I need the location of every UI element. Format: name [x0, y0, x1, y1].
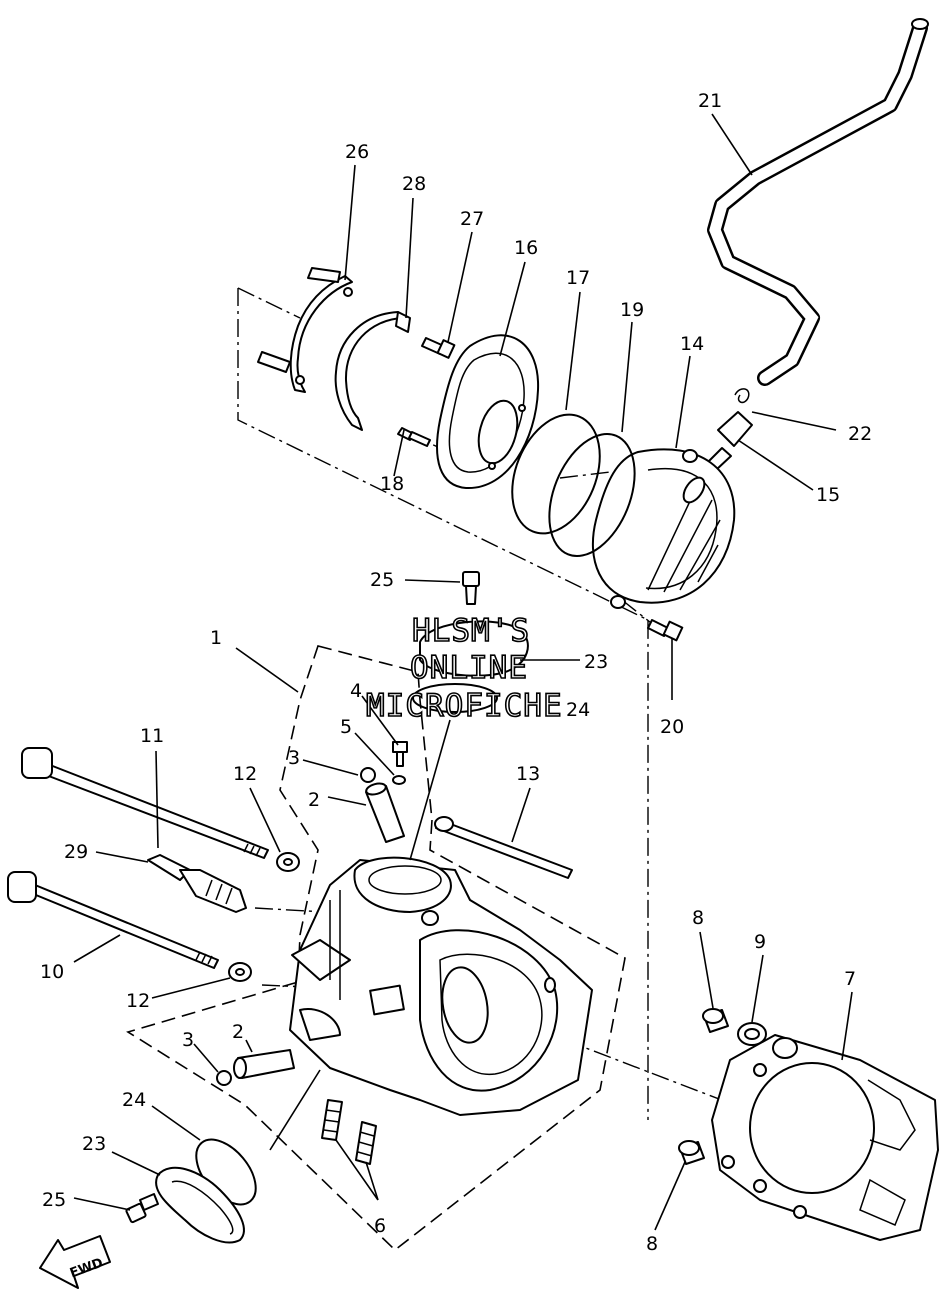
bolt-11: [21, 747, 269, 859]
callout-27: 27: [460, 208, 484, 230]
o-ring-3-lower: [216, 1070, 232, 1086]
watermark-line-3: MICROFICHE: [366, 688, 563, 724]
fitting-15: [707, 411, 753, 471]
callout-14: 14: [680, 333, 704, 355]
bolt-27: [421, 337, 456, 359]
callout-23-lower: 23: [82, 1133, 106, 1155]
callout-2-lower: 2: [232, 1021, 244, 1043]
callout-23-top: 23: [584, 651, 608, 673]
retainer-28: [334, 311, 411, 431]
callout-25-top: 25: [370, 569, 394, 591]
callout-24-lower: 24: [122, 1089, 146, 1111]
callout-18: 18: [380, 473, 404, 495]
callout-12-lower: 12: [126, 990, 150, 1012]
callout-15: 15: [816, 484, 840, 506]
callout-6: 6: [374, 1215, 386, 1237]
cap-23-top: [419, 620, 529, 677]
callout-8-lower: 8: [646, 1233, 658, 1255]
callout-4: 4: [350, 680, 362, 702]
stud-6: [321, 1099, 377, 1165]
bolt-20: [647, 619, 684, 642]
callout-20: 20: [660, 716, 684, 738]
ring-9: [737, 1022, 767, 1046]
callout-21: 21: [698, 90, 722, 112]
washer-5: [392, 775, 406, 785]
callout-13: 13: [516, 763, 540, 785]
breather-cover-14: [591, 448, 736, 609]
callout-17: 17: [566, 267, 590, 289]
leader-lines: [73, 113, 853, 1231]
callout-28: 28: [402, 173, 426, 195]
callout-16: 16: [514, 237, 538, 259]
bolt-10: [7, 871, 219, 969]
o-ring-24-top: [412, 683, 498, 713]
callout-26: 26: [345, 141, 369, 163]
callout-5: 5: [340, 716, 352, 738]
callout-25-lower: 25: [42, 1189, 66, 1211]
callout-3-lower: 3: [182, 1029, 194, 1051]
watermark-line-2: ONLINE: [410, 650, 528, 686]
callout-7: 7: [844, 968, 856, 990]
group-1-boundary: [126, 645, 626, 1252]
spark-plug-29: [147, 854, 247, 913]
callout-8-upper: 8: [692, 907, 704, 929]
callout-24-top: 24: [566, 699, 590, 721]
bolt-25-lower: [125, 1193, 159, 1224]
dowel-8-lower: [678, 1140, 705, 1165]
callout-2-upper: 2: [308, 789, 320, 811]
watermark: HLSM'S ONLINE MICROFICHE: [365, 612, 563, 725]
hose-clip-22: [734, 388, 750, 404]
o-ring-17: [511, 413, 601, 535]
dowel-8-upper: [702, 1008, 729, 1033]
breather-hose-21: [707, 18, 929, 386]
bolt-25-top: [462, 571, 480, 605]
forward-arrow-icon: FWD: [39, 1235, 111, 1289]
watermark-line-1: HLSM'S: [412, 613, 530, 649]
bolt-13: [434, 816, 573, 879]
callout-1: 1: [210, 627, 222, 649]
head-gasket-7: [711, 1034, 939, 1241]
callout-9: 9: [754, 931, 766, 953]
dowel-2-lower: [233, 1049, 295, 1079]
callout-22: 22: [848, 423, 872, 445]
callout-labels: 26 28 27 16 17 19 14 21 22 15 18 25 23 2…: [40, 90, 872, 1255]
cap-23-lower: [155, 1166, 245, 1244]
plate-16: [436, 334, 540, 490]
callout-29: 29: [64, 841, 88, 863]
bolt-4: [392, 741, 408, 767]
callout-10: 10: [40, 961, 64, 983]
bolt-18: [397, 427, 431, 447]
o-ring-3-upper: [360, 767, 376, 783]
callout-11: 11: [140, 725, 164, 747]
dowel-2-upper: [365, 782, 405, 843]
cylinder-head-1: [289, 856, 593, 1116]
bracket-26: [257, 267, 353, 393]
o-ring-19: [548, 432, 636, 558]
callout-12-upper: 12: [233, 763, 257, 785]
callout-3-upper: 3: [288, 747, 300, 769]
callout-19: 19: [620, 299, 644, 321]
